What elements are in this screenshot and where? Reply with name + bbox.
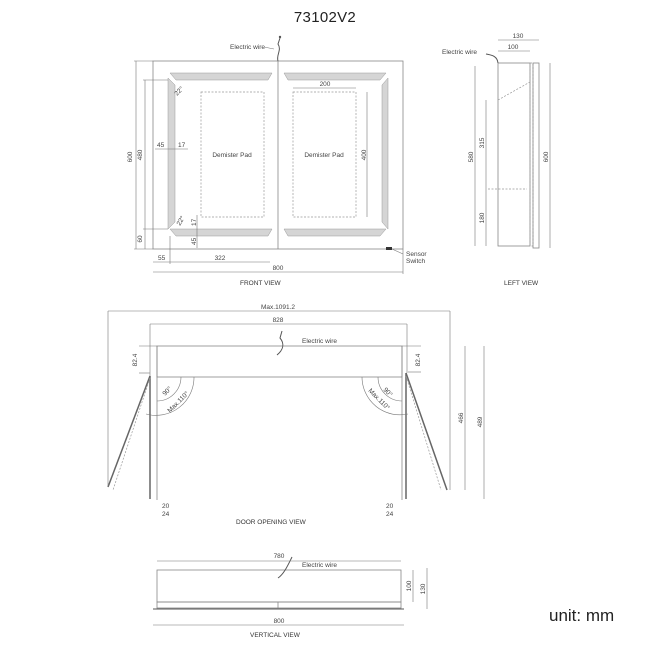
svg-text:82.4: 82.4 [415, 353, 422, 366]
electric-wire-icon [276, 330, 284, 356]
door-opening-view: 90° Max.110° 90° Max.110° Electric wire … [107, 304, 485, 526]
svg-text:600: 600 [127, 151, 134, 162]
drawing-title: 73102V2 [293, 9, 357, 26]
svg-text:Sensor: Sensor [406, 251, 427, 258]
sensor-switch-icon [386, 247, 392, 250]
svg-text:17: 17 [191, 218, 198, 226]
unit-label: unit: mm [549, 606, 615, 625]
demister-pad-left [200, 91, 265, 218]
svg-text:315: 315 [479, 137, 486, 148]
electric-wire-icon [277, 556, 293, 579]
pad-left-label: Demister Pad [212, 152, 252, 159]
door-opening-caption: DOOR OPENING VIEW [236, 519, 307, 526]
svg-text:22°: 22° [175, 214, 187, 227]
svg-text:20: 20 [162, 503, 170, 510]
svg-text:60: 60 [137, 235, 144, 243]
svg-text:90°: 90° [382, 386, 395, 399]
svg-text:Switch: Switch [406, 258, 426, 265]
svg-text:400: 400 [361, 149, 368, 160]
vertical-view-caption: VERTICAL VIEW [250, 632, 301, 639]
svg-text:24: 24 [162, 511, 170, 518]
demister-pad-right [292, 91, 357, 218]
front-wire-label: Electric wire [230, 44, 265, 51]
electric-wire-icon [485, 53, 499, 64]
electric-wire-icon [277, 37, 281, 62]
svg-text:24: 24 [386, 511, 394, 518]
svg-text:Electric wire: Electric wire [302, 338, 337, 345]
left-view: Electric wire 130 100 580 315 180 600 LE… [442, 33, 551, 287]
svg-text:17: 17 [178, 142, 186, 149]
svg-text:130: 130 [420, 583, 427, 594]
svg-text:55: 55 [158, 255, 166, 262]
svg-text:480: 480 [137, 149, 144, 160]
left-view-caption: LEFT VIEW [504, 280, 539, 287]
svg-text:20: 20 [386, 503, 394, 510]
svg-text:322: 322 [215, 255, 226, 262]
svg-text:Electric wire: Electric wire [302, 562, 337, 569]
svg-text:489: 489 [477, 416, 484, 427]
svg-text:580: 580 [468, 151, 475, 162]
svg-text:100: 100 [406, 580, 413, 591]
front-view: Demister Pad Demister Pad Electric wire … [127, 35, 427, 287]
svg-text:82.4: 82.4 [132, 353, 139, 366]
svg-text:Max.1091.2: Max.1091.2 [261, 304, 295, 311]
vertical-view: Electric wire 780 800 100 130 VERTICAL V… [153, 553, 428, 639]
svg-text:130: 130 [513, 33, 524, 40]
svg-text:180: 180 [479, 212, 486, 223]
svg-text:90°: 90° [161, 385, 174, 398]
front-view-caption: FRONT VIEW [240, 280, 282, 287]
svg-text:45: 45 [157, 142, 165, 149]
svg-text:600: 600 [543, 151, 550, 162]
pad-right-label: Demister Pad [304, 152, 344, 159]
svg-text:780: 780 [274, 553, 285, 560]
svg-text:466: 466 [458, 412, 465, 423]
svg-text:800: 800 [273, 265, 284, 272]
svg-text:200: 200 [320, 81, 331, 88]
svg-text:828: 828 [273, 317, 284, 324]
svg-text:45: 45 [191, 237, 198, 245]
svg-text:100: 100 [508, 44, 519, 51]
svg-text:Electric wire: Electric wire [442, 49, 477, 56]
svg-text:800: 800 [274, 618, 285, 625]
